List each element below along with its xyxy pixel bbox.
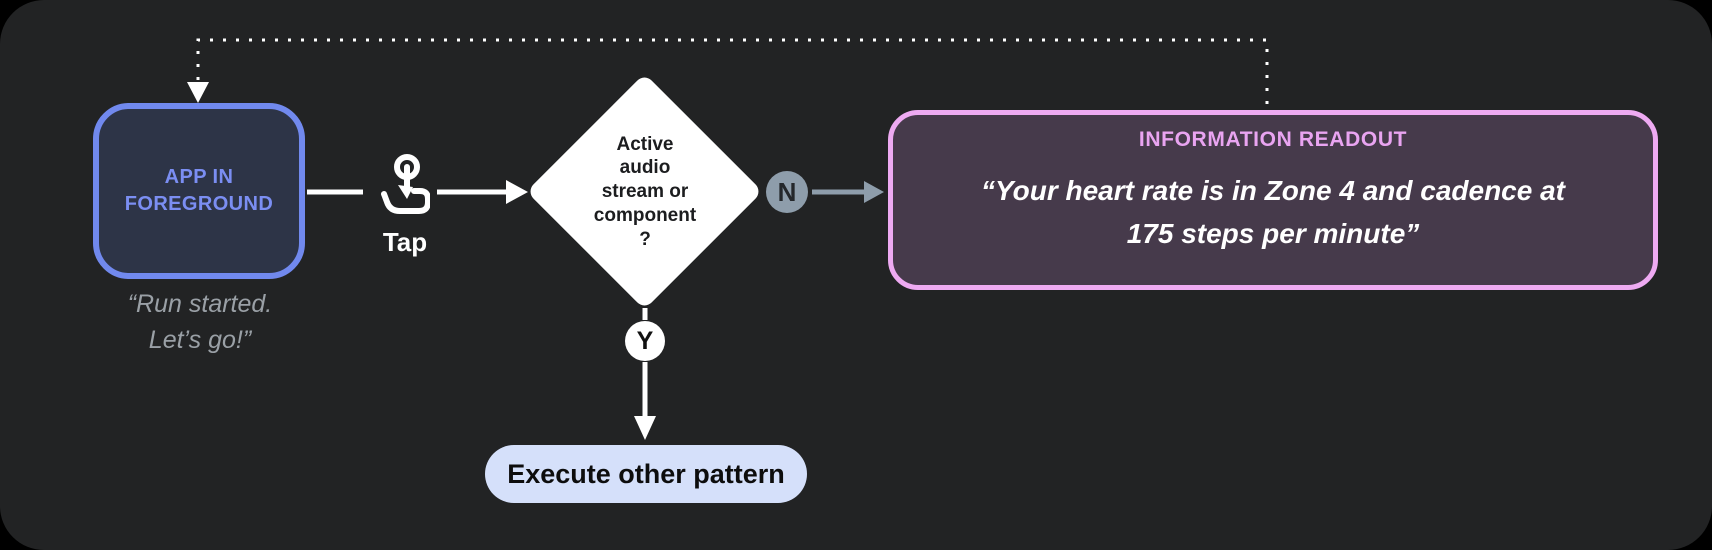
no-branch-arrowhead-icon — [864, 181, 884, 203]
app-in-foreground-label: APP IN FOREGROUND — [124, 166, 274, 215]
execute-other-pattern-label: Execute other pattern — [507, 458, 785, 489]
tap-gesture-icon — [381, 154, 430, 214]
yes-branch-arrowhead-icon — [634, 416, 656, 440]
branch-yes-badge: Y — [625, 321, 665, 361]
feedback-arrowhead-icon — [187, 82, 209, 103]
branch-no-badge: N — [766, 171, 808, 213]
decision-arrowhead-icon — [506, 180, 528, 204]
voice-quote-run-started: “Run started. Let’s go!” — [127, 290, 273, 355]
node-information-readout: INFORMATION READOUT “Your heart rate is … — [888, 110, 1658, 290]
node-decision-active-audio: Active audio stream or component ? — [526, 73, 763, 310]
information-readout-title: INFORMATION READOUT — [1138, 128, 1408, 151]
information-readout-quote: “Your heart rate is in Zone 4 and cadenc… — [980, 175, 1566, 250]
tap-label: Tap — [382, 227, 428, 257]
decision-label: Active audio stream or component ? — [593, 133, 697, 250]
node-app-in-foreground: APP IN FOREGROUND — [93, 103, 305, 279]
node-execute-other-pattern: Execute other pattern — [485, 445, 807, 503]
